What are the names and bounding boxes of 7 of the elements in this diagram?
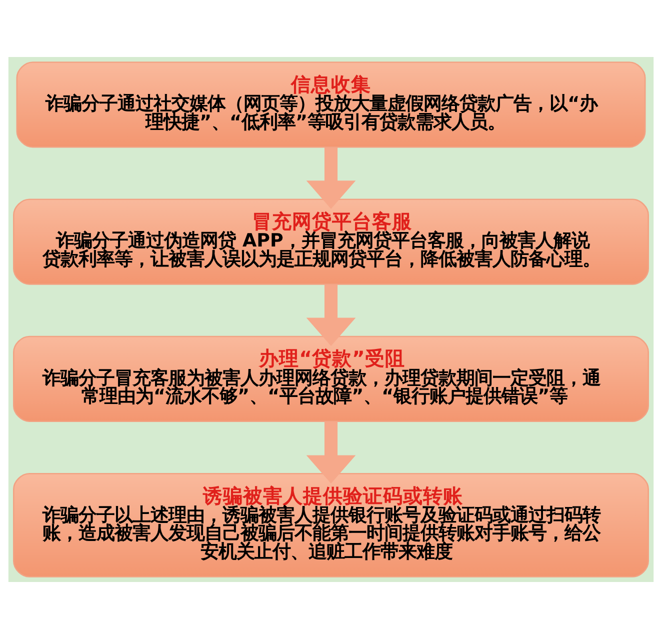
arrow	[306, 146, 356, 208]
arrow	[306, 284, 356, 346]
node-box: 办理“贷款”受阻 诈骗分子冒充客服为被害人办理网络贷款，办理贷款期间一定受阻，通常理由为“流水不够”、“平台故障”、“银行账户提供错误”等	[13, 335, 649, 422]
node-box: 诱骗被害人提供验证码或转账 诈骗分子以上述理由，诱骗被害人提供银行账号及验证码或通过扫码转账，造成被害人发现自己被骗后不能第一时间提供转账对手账号，给公安机关止付、追赃工作带来难度	[13, 472, 649, 577]
node-box: 冒充网贷平台客服 诈骗分子通过伪造网贷 APP，并冒充网贷平台客服，向被害人解说贷款利率等，让被害人误以为是正规网贷平台，降低被害人防备心理。	[13, 198, 649, 284]
node-box: 信息收集 诈骗分子通过社交媒体（网页等）投放大量虚假网络贷款广告，以“办理快捷”、“低利率”等吸引有贷款需求人员。	[16, 61, 646, 148]
arrow	[306, 420, 356, 483]
